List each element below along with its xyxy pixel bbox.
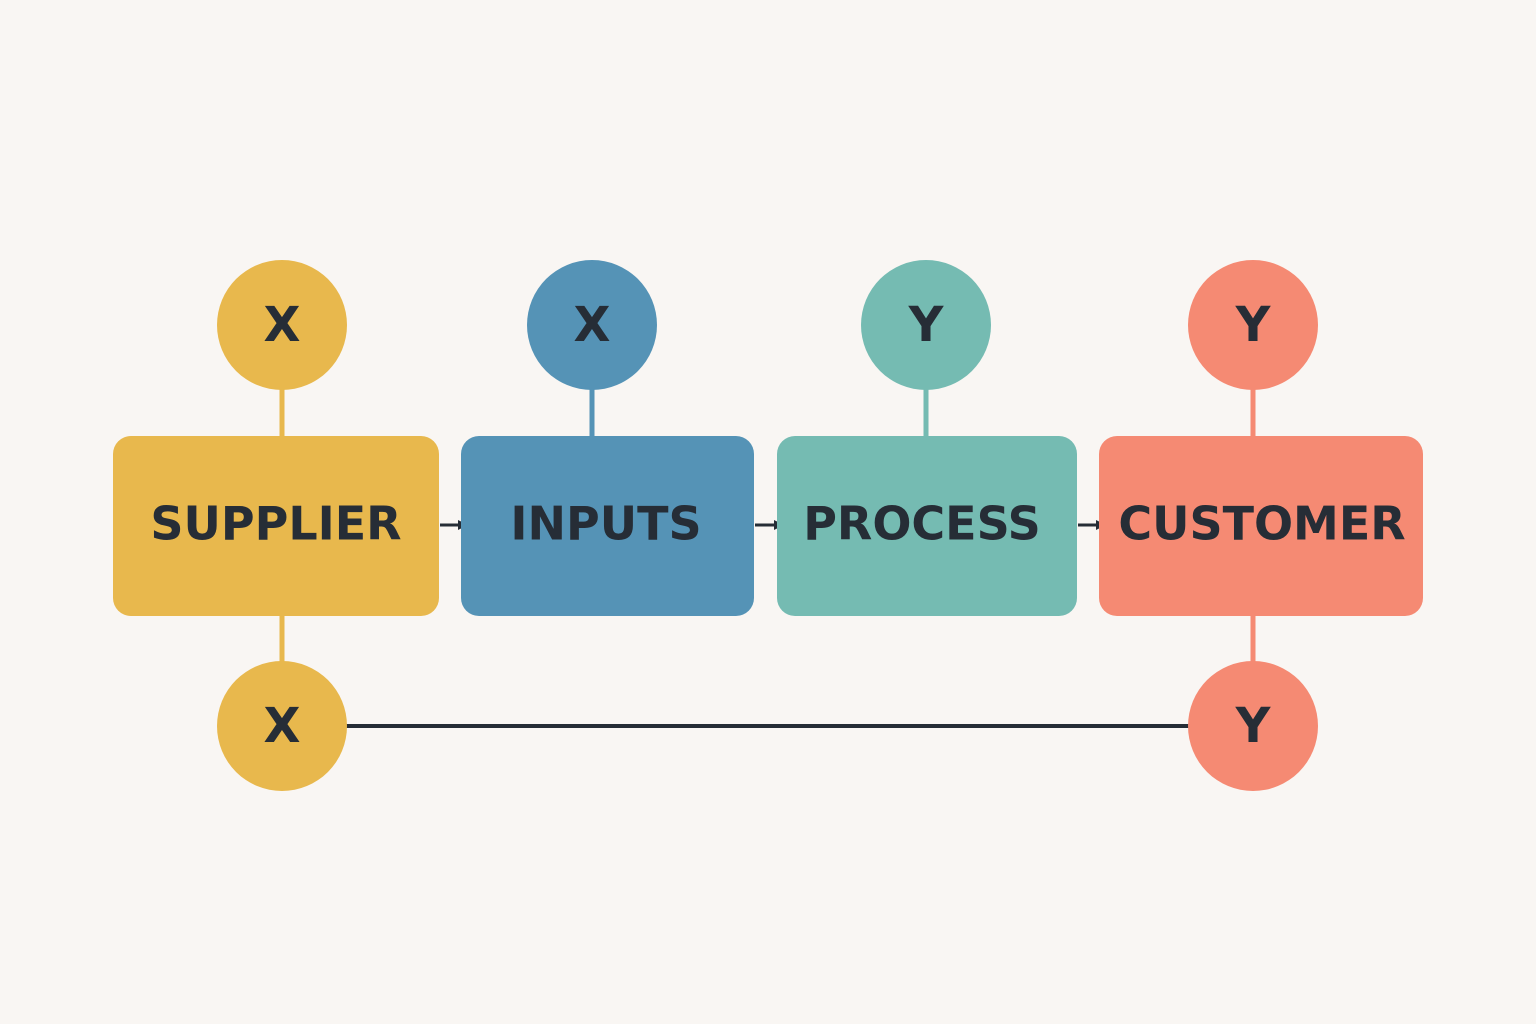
process-top-marker bbox=[861, 260, 991, 390]
stage-customer: CUSTOMER Y Y bbox=[1099, 260, 1423, 791]
process-label: PROCESS bbox=[803, 497, 1041, 551]
customer-bottom-marker bbox=[1188, 661, 1318, 791]
inputs-label: INPUTS bbox=[510, 497, 701, 551]
customer-top-marker bbox=[1188, 260, 1318, 390]
supplier-top-marker bbox=[217, 260, 347, 390]
supplier-label: SUPPLIER bbox=[150, 497, 401, 551]
supplier-box bbox=[113, 436, 439, 616]
supplier-bottom-marker-label: X bbox=[263, 698, 300, 754]
inputs-top-marker-label: X bbox=[573, 297, 610, 353]
process-box bbox=[777, 436, 1077, 616]
inputs-box bbox=[461, 436, 754, 616]
stage-process: PROCESS Y bbox=[777, 260, 1077, 616]
supplier-bottom-marker bbox=[217, 661, 347, 791]
inputs-top-marker bbox=[527, 260, 657, 390]
supplier-top-marker-label: X bbox=[263, 297, 300, 353]
stage-supplier: SUPPLIER X X bbox=[113, 260, 439, 791]
customer-bottom-marker-label: Y bbox=[1235, 698, 1272, 754]
customer-label: CUSTOMER bbox=[1118, 497, 1405, 551]
process-top-marker-label: Y bbox=[908, 297, 945, 353]
customer-top-marker-label: Y bbox=[1235, 297, 1272, 353]
customer-box bbox=[1099, 436, 1423, 616]
stage-inputs: INPUTS X bbox=[461, 260, 754, 616]
